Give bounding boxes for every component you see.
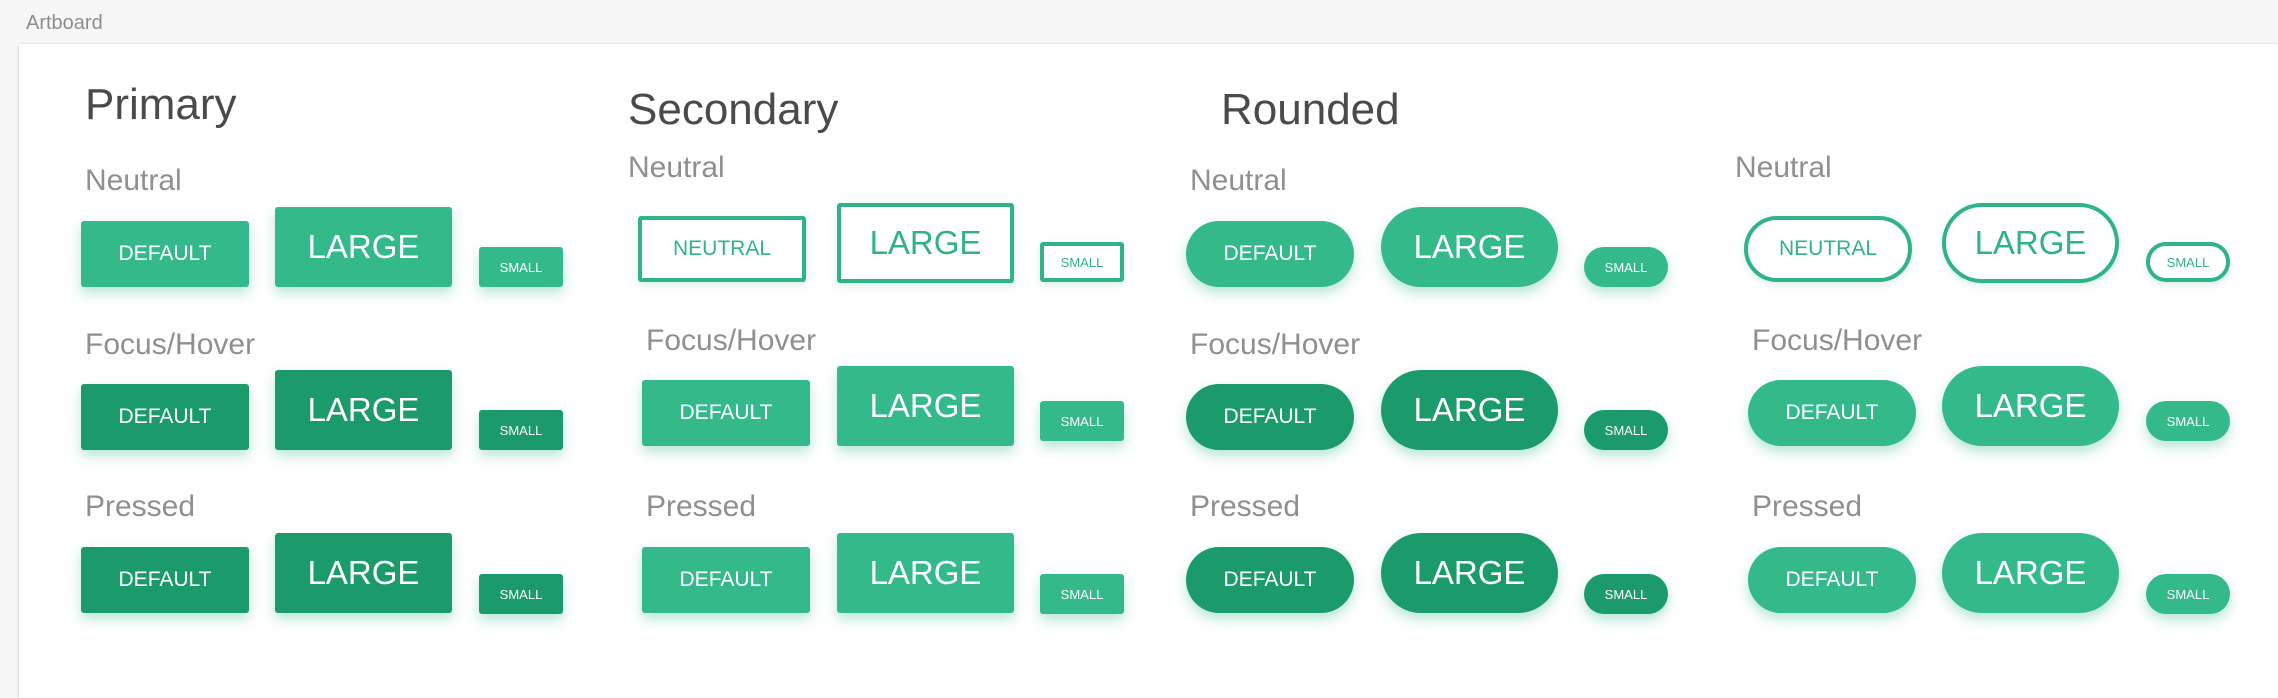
rounded-focus-large-button[interactable]: LARGE [1381, 370, 1558, 450]
primary-focus-small-button[interactable]: SMALL [479, 410, 563, 450]
secondary-pressed-small-button[interactable]: SMALL [1040, 574, 1124, 614]
primary-neutral-large-button[interactable]: LARGE [275, 207, 452, 287]
secondary-focus-hover-label: Focus/Hover [646, 324, 817, 357]
primary-neutral-default-button[interactable]: DEFAULT [81, 221, 249, 287]
secondary-neutral-default-button[interactable]: NEUTRAL [638, 216, 806, 282]
secondary-pressed-default-button[interactable]: DEFAULT [642, 547, 810, 613]
rounded-secondary-focus-large-button[interactable]: LARGE [1942, 366, 2119, 446]
rounded-secondary-pressed-large-button[interactable]: LARGE [1942, 533, 2119, 613]
rounded-pressed-default-button[interactable]: DEFAULT [1186, 547, 1354, 613]
secondary-pressed-large-button[interactable]: LARGE [837, 533, 1014, 613]
rounded-secondary-neutral-label: Neutral [1735, 151, 1832, 184]
primary-pressed-small-button[interactable]: SMALL [479, 574, 563, 614]
rounded-neutral-default-button[interactable]: DEFAULT [1186, 221, 1354, 287]
primary-neutral-label: Neutral [85, 164, 182, 197]
secondary-neutral-label: Neutral [628, 151, 725, 184]
rounded-focus-small-button[interactable]: SMALL [1584, 410, 1668, 450]
rounded-neutral-large-button[interactable]: LARGE [1381, 207, 1558, 287]
rounded-secondary-pressed-label: Pressed [1752, 490, 1863, 523]
rounded-title: Rounded [1221, 85, 1400, 134]
rounded-secondary-focus-default-button[interactable]: DEFAULT [1748, 380, 1916, 446]
secondary-neutral-large-button[interactable]: LARGE [837, 203, 1014, 283]
primary-focus-hover-label: Focus/Hover [85, 328, 256, 361]
secondary-focus-large-button[interactable]: LARGE [837, 366, 1014, 446]
rounded-focus-hover-label: Focus/Hover [1190, 328, 1361, 361]
secondary-focus-small-button[interactable]: SMALL [1040, 401, 1124, 441]
secondary-title: Secondary [628, 85, 839, 134]
primary-pressed-large-button[interactable]: LARGE [275, 533, 452, 613]
rounded-pressed-large-button[interactable]: LARGE [1381, 533, 1558, 613]
rounded-pressed-label: Pressed [1190, 490, 1301, 523]
primary-title: Primary [85, 80, 237, 129]
artboard: Primary Neutral DEFAULT LARGE SMALL Focu… [19, 44, 2278, 698]
secondary-focus-default-button[interactable]: DEFAULT [642, 380, 810, 446]
rounded-secondary-neutral-large-button[interactable]: LARGE [1942, 203, 2119, 283]
primary-pressed-default-button[interactable]: DEFAULT [81, 547, 249, 613]
secondary-neutral-small-button[interactable]: SMALL [1040, 242, 1124, 282]
rounded-secondary-pressed-default-button[interactable]: DEFAULT [1748, 547, 1916, 613]
secondary-pressed-label: Pressed [646, 490, 757, 523]
primary-pressed-label: Pressed [85, 490, 196, 523]
artboard-label: Artboard [26, 12, 103, 34]
rounded-secondary-neutral-default-button[interactable]: NEUTRAL [1744, 216, 1912, 282]
rounded-pressed-small-button[interactable]: SMALL [1584, 574, 1668, 614]
rounded-secondary-focus-small-button[interactable]: SMALL [2146, 401, 2230, 441]
rounded-neutral-label: Neutral [1190, 164, 1287, 197]
rounded-secondary-pressed-small-button[interactable]: SMALL [2146, 574, 2230, 614]
rounded-focus-default-button[interactable]: DEFAULT [1186, 384, 1354, 450]
rounded-neutral-small-button[interactable]: SMALL [1584, 247, 1668, 287]
rounded-secondary-focus-hover-label: Focus/Hover [1752, 324, 1923, 357]
primary-focus-default-button[interactable]: DEFAULT [81, 384, 249, 450]
rounded-secondary-neutral-small-button[interactable]: SMALL [2146, 242, 2230, 282]
primary-focus-large-button[interactable]: LARGE [275, 370, 452, 450]
primary-neutral-small-button[interactable]: SMALL [479, 247, 563, 287]
